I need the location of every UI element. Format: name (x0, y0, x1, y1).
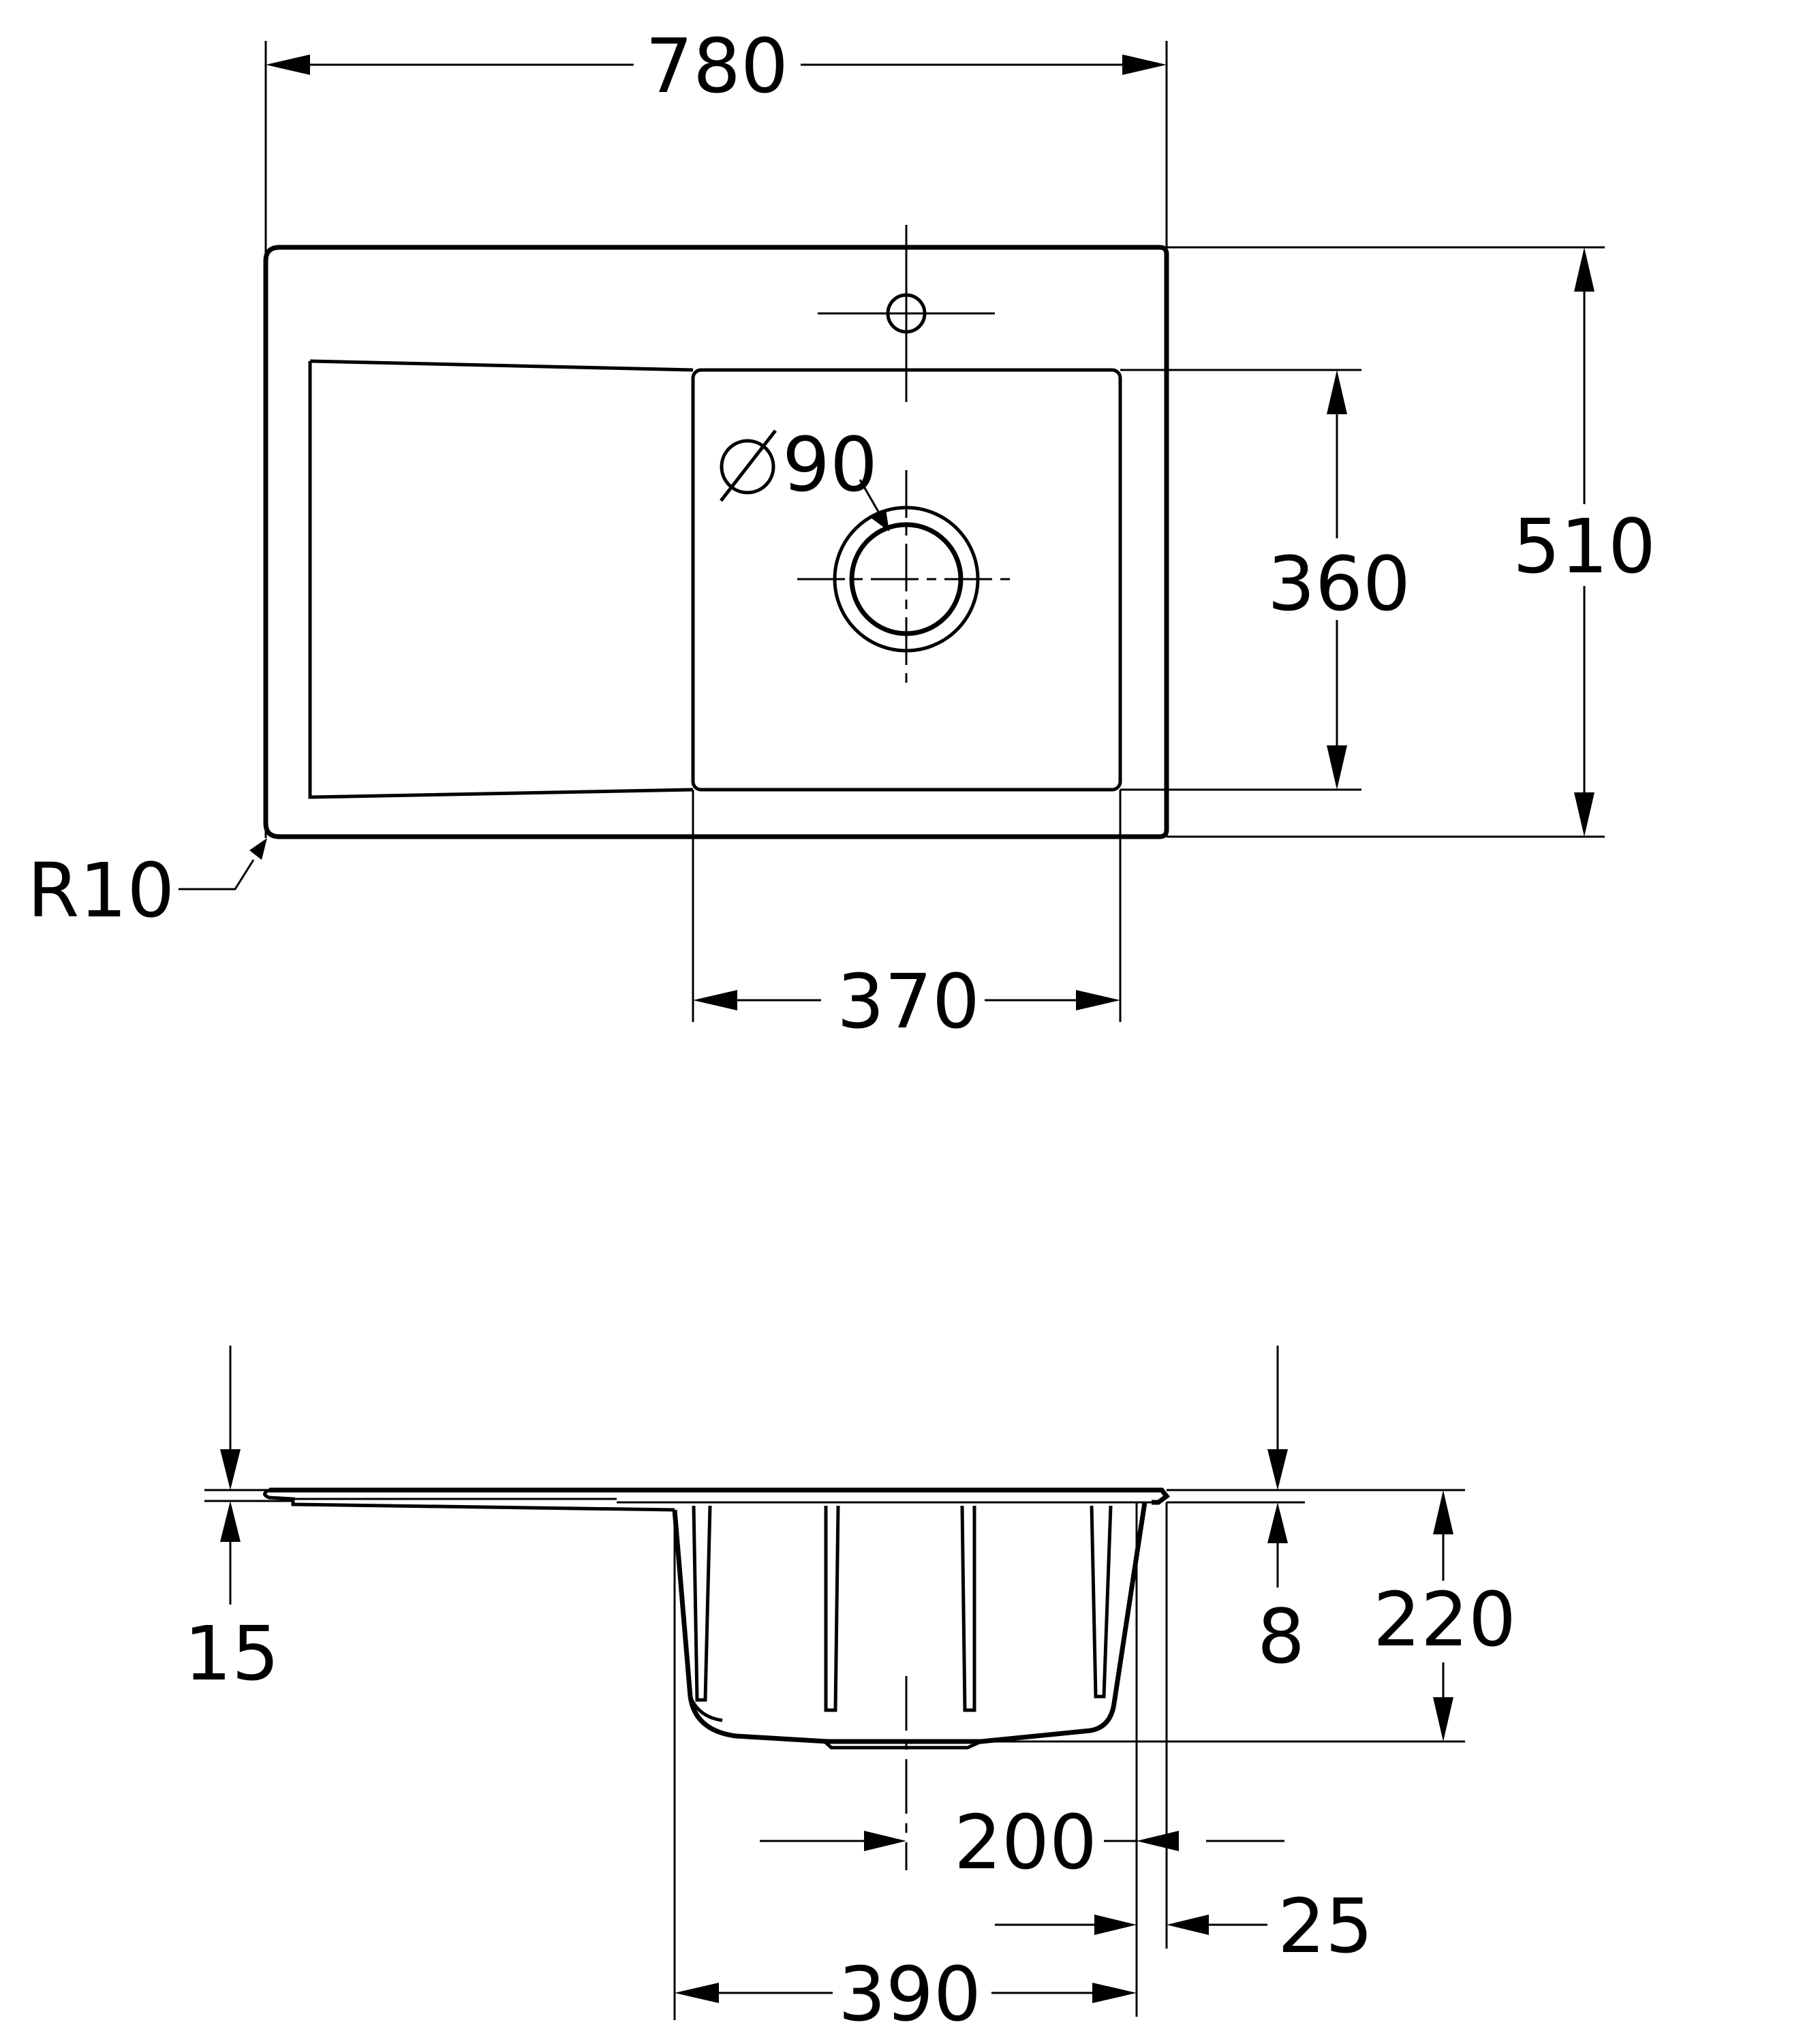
rim-thickness-label: 15 (184, 1610, 279, 1697)
bowl-height-dimension: 220 (981, 1490, 1516, 1743)
edge-offset-dimension: 25 (995, 1883, 1373, 1970)
bowl-profile (672, 1502, 1147, 1744)
drain-diameter-dimension: 90 (720, 421, 889, 531)
edge-offset-label: 25 (1278, 1883, 1373, 1970)
section-bowl-width-label: 390 (838, 1951, 981, 2038)
bowl-width-dimension: 370 (692, 790, 1122, 1045)
overall-width-label: 780 (645, 22, 788, 110)
overall-depth-dimension: 510 (1167, 246, 1656, 838)
corner-radius-label: R10 (27, 847, 174, 934)
drain-offset-dimension: 200 (760, 1502, 1284, 2017)
diameter-symbol-icon (720, 429, 777, 502)
corner-radius-dimension: R10 (27, 838, 267, 934)
bowl-depth-label: 360 (1267, 540, 1411, 628)
drain (797, 470, 1017, 690)
bowl-depth-dimension: 360 (1120, 369, 1411, 791)
drain-offset-label: 200 (954, 1799, 1097, 1886)
bowl-width-label: 370 (837, 958, 980, 1045)
bowl-height-label: 220 (1373, 1576, 1516, 1663)
section-bowl-width-dimension: 390 (673, 1510, 1137, 2038)
drain-diameter-label: 90 (782, 421, 878, 508)
overall-depth-label: 510 (1513, 503, 1656, 590)
draining-board-profile (263, 1488, 675, 1512)
draining-board (308, 359, 694, 799)
tap-hole (818, 225, 995, 402)
overall-width-dimension: 780 (264, 22, 1168, 838)
bowl-rim-offset-dimension: 8 (1167, 1346, 1465, 1680)
rim-thickness-dimension: 15 (184, 1346, 293, 1697)
sink-outline (263, 245, 1169, 839)
sink-profile (269, 1487, 1170, 1505)
bowl-ribs (692, 1505, 1113, 1712)
plan-view: 90 780 510 (27, 22, 1656, 1045)
section-view: 15 8 220 (184, 1346, 1516, 2038)
bowl-rim-offset-label: 8 (1257, 1593, 1305, 1680)
